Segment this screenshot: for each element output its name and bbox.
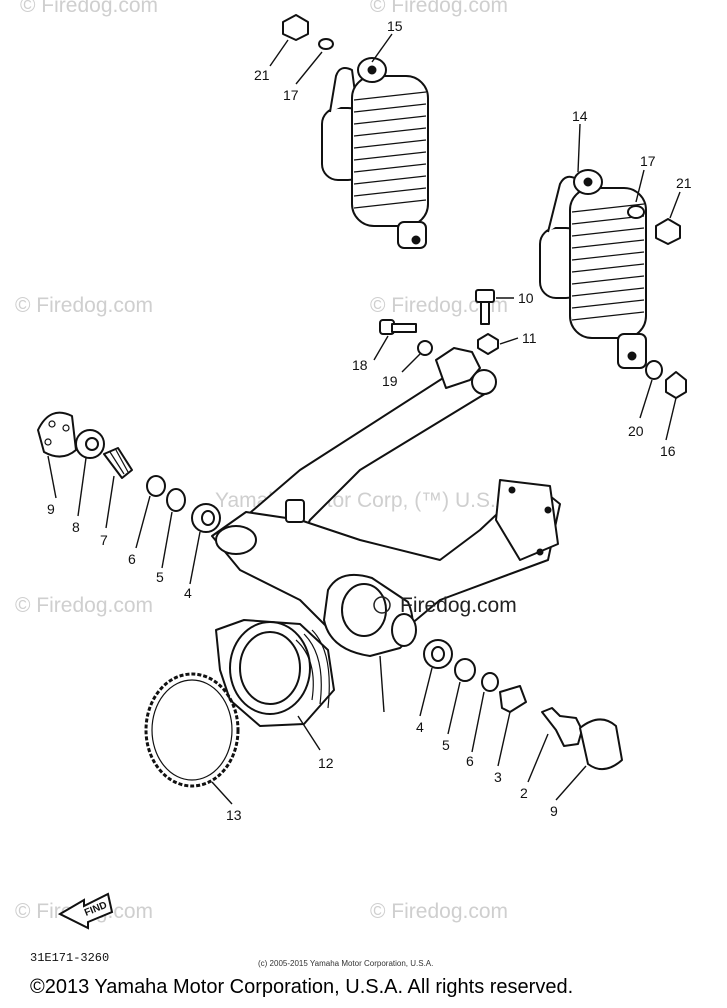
callout-19: 19 (382, 373, 398, 389)
watermark-firedog: © Firedog.com (370, 294, 508, 317)
watermarks: © Firedog.com © Firedog.com © Firedog.co… (15, 0, 516, 923)
copyright-notice: ©2013 Yamaha Motor Corporation, U.S.A. A… (30, 976, 574, 998)
callout-12: 12 (318, 755, 334, 771)
diagram-code: 31E171-3260 (30, 951, 110, 965)
callout-17: 17 (640, 153, 656, 169)
watermark-firedog: © Firedog.com (15, 594, 153, 617)
copyright-circle-icon (373, 596, 391, 614)
callout-10: 10 (518, 290, 534, 306)
callout-15: 15 (387, 18, 403, 34)
left-pivot-parts (37, 411, 221, 533)
callout-21: 21 (254, 67, 270, 83)
callout-2: 2 (520, 785, 528, 801)
seal-ring-13 (144, 672, 240, 788)
shock-absorber-14 (539, 169, 687, 399)
callout-9: 9 (47, 501, 55, 517)
watermark-firedog: © Firedog.com (15, 294, 153, 317)
shock-absorber-15 (282, 14, 429, 249)
find-arrow-icon: FIND (57, 892, 114, 930)
callout-5: 5 (442, 737, 450, 753)
callout-7: 7 (100, 532, 108, 548)
callout-3: 3 (494, 769, 502, 785)
watermark-firedog-center: Firedog.com (400, 594, 517, 617)
swingarm (211, 347, 561, 657)
callout-6: 6 (466, 753, 474, 769)
callout-14: 14 (572, 108, 588, 124)
callout-17: 17 (283, 87, 299, 103)
callout-21: 21 (676, 175, 692, 191)
callout-5: 5 (156, 569, 164, 585)
watermark-firedog: © Firedog.com (370, 0, 508, 17)
callout-20: 20 (628, 423, 644, 439)
small-copyright: (c) 2005-2015 Yamaha Motor Corporation, … (258, 959, 434, 968)
final-drive-housing-12 (215, 619, 335, 727)
watermark-firedog: © Firedog.com (370, 900, 508, 923)
right-pivot-parts (423, 639, 623, 771)
callout-4: 4 (184, 585, 192, 601)
callout-4: 4 (416, 719, 424, 735)
callout-numbers: 15 21 17 14 17 21 10 11 18 19 20 16 9 8 … (47, 18, 692, 823)
watermark-firedog: © Firedog.com (20, 0, 158, 17)
callout-11: 11 (522, 330, 537, 346)
callout-18: 18 (352, 357, 368, 373)
leader-lines (47, 33, 681, 805)
mounting-bolts (379, 289, 499, 356)
callout-8: 8 (72, 519, 80, 535)
callout-16: 16 (660, 443, 676, 459)
callout-9: 9 (550, 803, 558, 819)
callout-6: 6 (128, 551, 136, 567)
callout-13: 13 (226, 807, 242, 823)
